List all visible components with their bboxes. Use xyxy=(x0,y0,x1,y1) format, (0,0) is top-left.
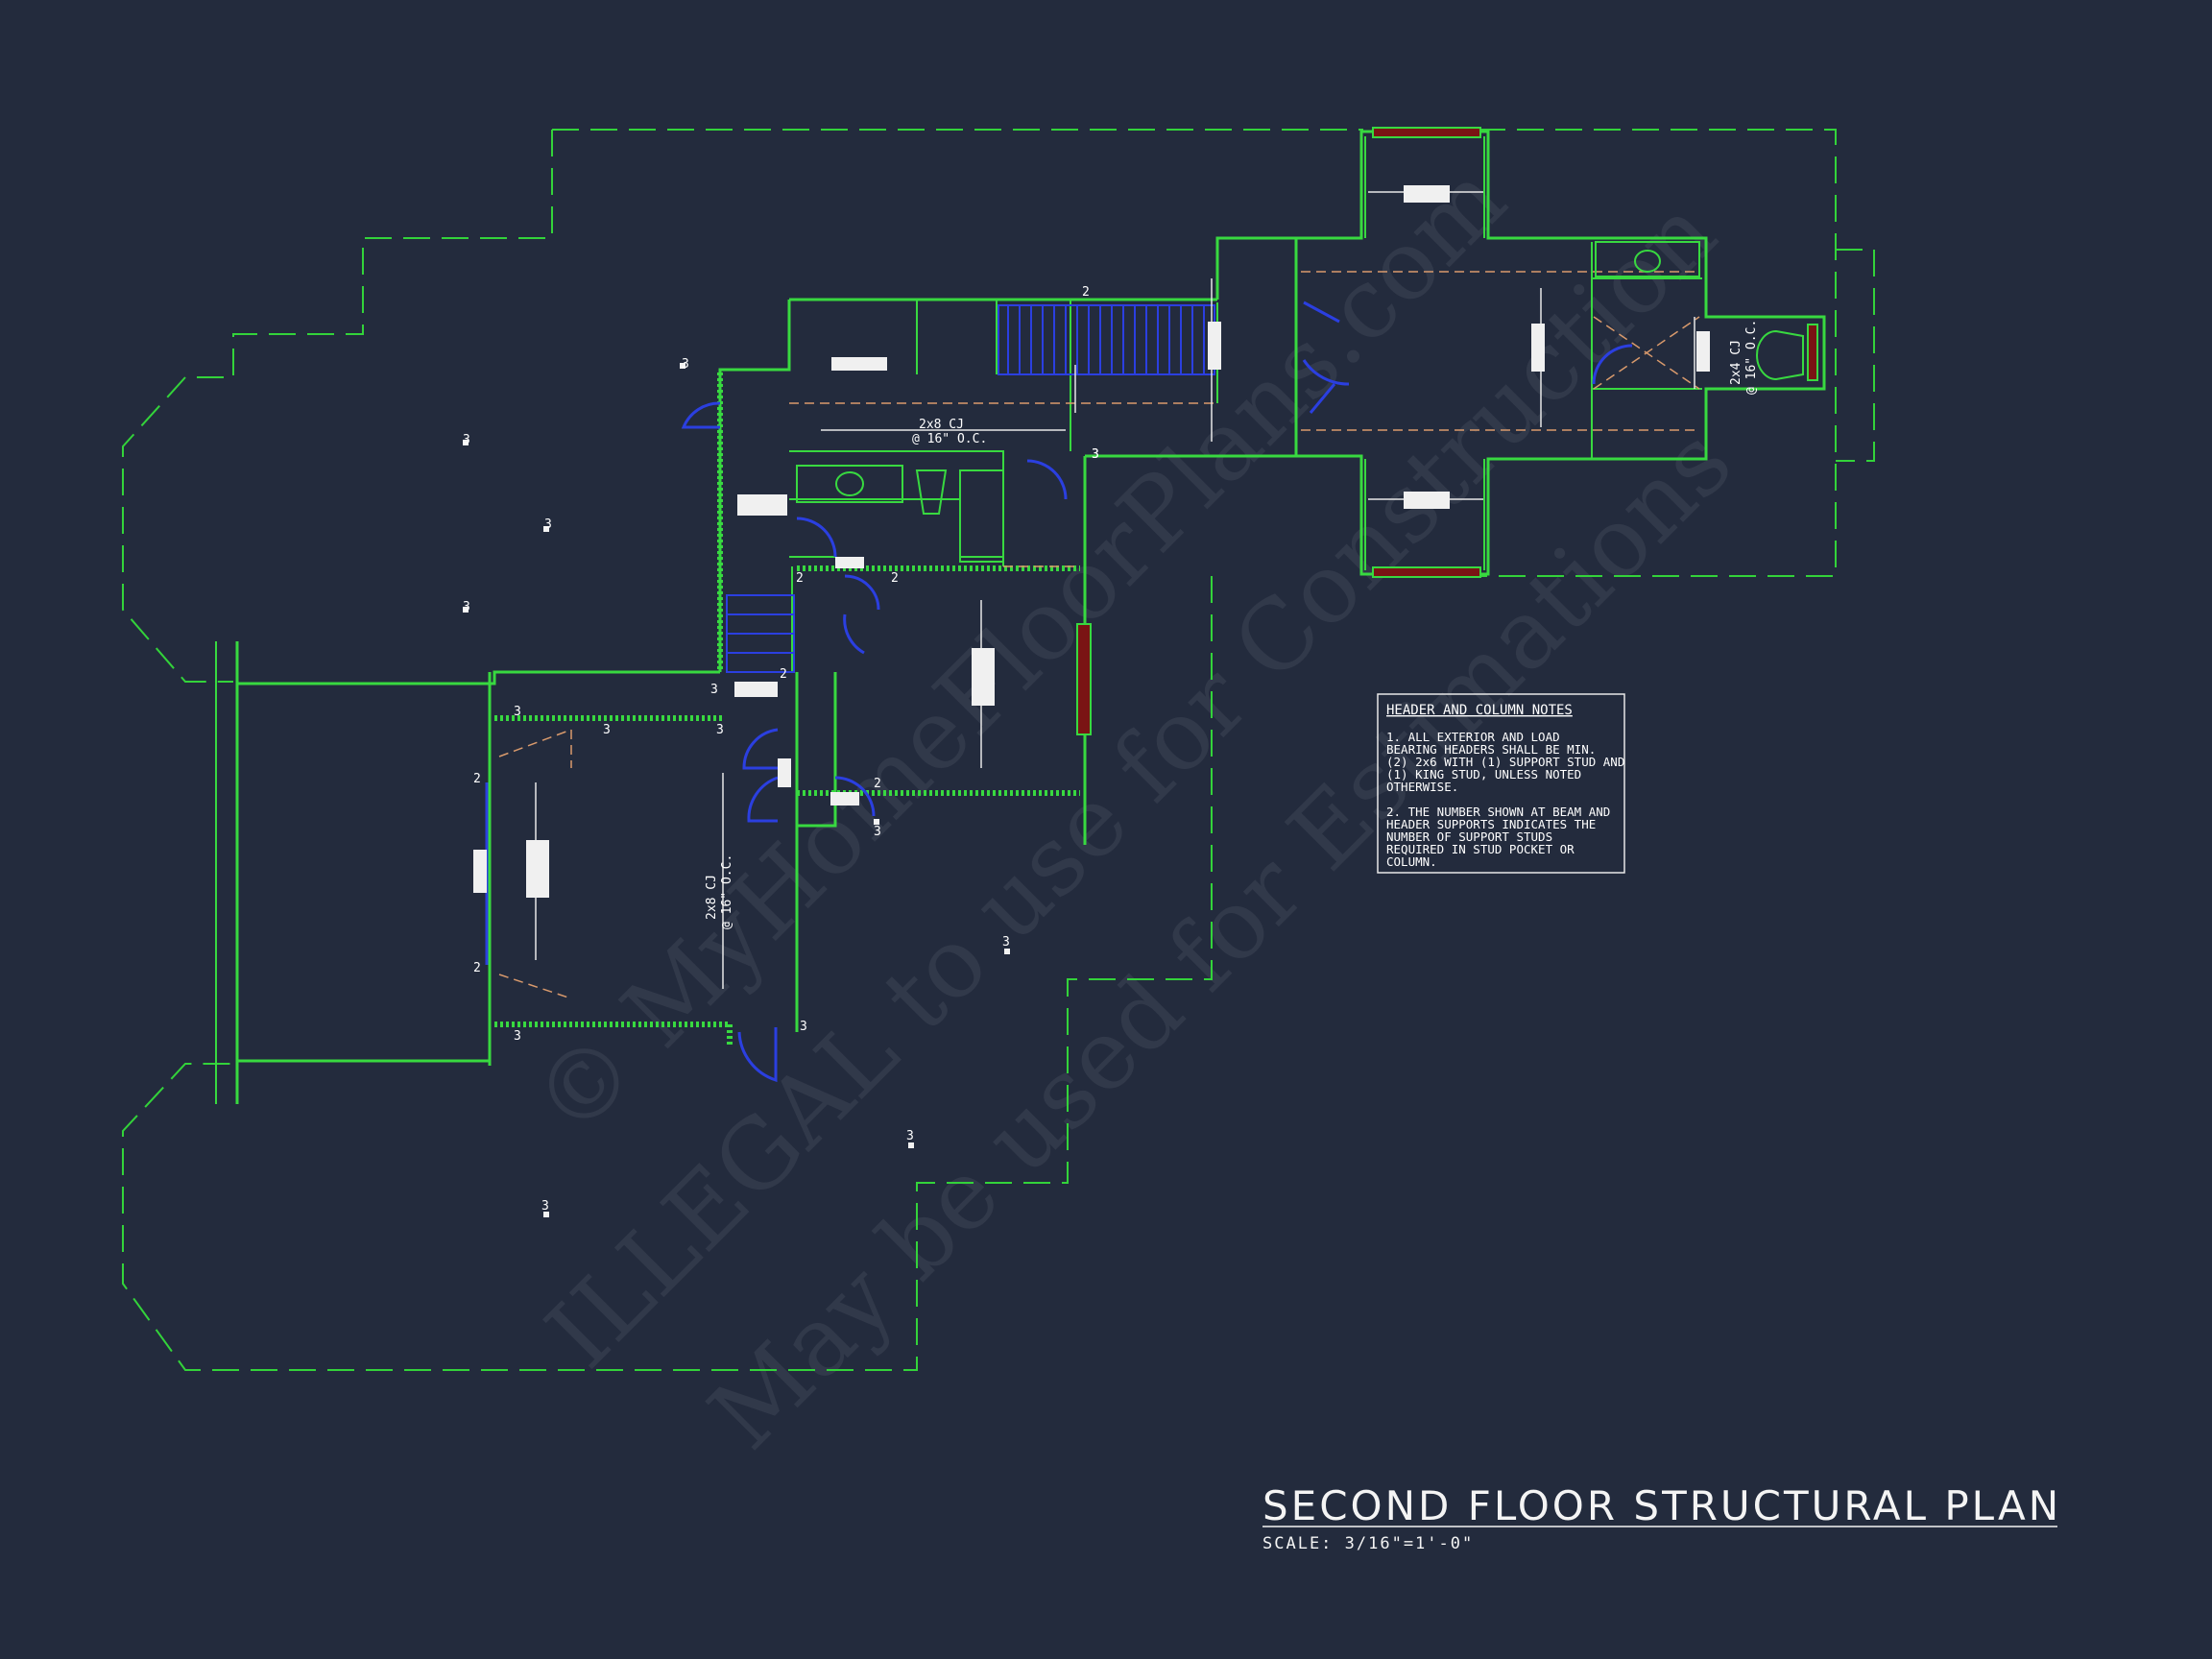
stud-count: 2 xyxy=(891,571,899,586)
cj-top-spacing: @ 16" O.C. xyxy=(912,432,987,446)
title-block: SECOND FLOOR STRUCTURAL PLAN SCALE: 3/16… xyxy=(1262,1482,2061,1553)
stud-posts xyxy=(463,363,1010,1217)
stud-count: 2 xyxy=(796,571,804,586)
stud-count: 2 xyxy=(473,961,481,975)
stud-count: 3 xyxy=(682,357,689,372)
cj-left-spacing: @ 16" O.C. xyxy=(720,854,734,929)
cj-top-label: 2x8 CJ xyxy=(919,418,964,432)
stud-count: 3 xyxy=(463,600,470,614)
stud-count: 3 xyxy=(906,1129,914,1143)
stud-count: 3 xyxy=(710,683,718,697)
beams xyxy=(1076,127,1818,735)
note-2-line-5: COLUMN. xyxy=(1386,854,1437,869)
note-1-line-5: OTHERWISE. xyxy=(1386,780,1458,794)
roof-outline xyxy=(122,129,1875,1371)
note-1-line-4: (1) KING STUD, UNLESS NOTED xyxy=(1386,767,1581,781)
cj-left-label: 2x8 CJ xyxy=(705,875,719,920)
stud-count: 3 xyxy=(874,825,881,839)
note-1-line-3: (2) 2x6 WITH (1) SUPPORT STUD AND xyxy=(1386,755,1624,769)
stud-count: 2 xyxy=(473,772,481,786)
stud-count: 2 xyxy=(780,667,787,682)
ceiling-joist-labels: 2x8 CJ @ 16" O.C. 2x8 CJ @ 16" O.C. 2x4 … xyxy=(705,320,1759,929)
stud-count: 3 xyxy=(1002,935,1010,950)
stud-count: 3 xyxy=(1092,447,1099,462)
plan-scale: SCALE: 3/16"=1'-0" xyxy=(1262,1534,1474,1553)
stud-count: 3 xyxy=(541,1199,549,1214)
note-2-line-2: HEADER SUPPORTS INDICATES THE xyxy=(1386,817,1596,831)
stud-count: 3 xyxy=(603,723,611,737)
note-1-line-2: BEARING HEADERS SHALL BE MIN. xyxy=(1386,742,1596,757)
notes-heading: HEADER AND COLUMN NOTES xyxy=(1386,703,1573,718)
beam-lines xyxy=(498,271,1700,999)
stud-count: 3 xyxy=(1092,447,1099,462)
stud-count: 3 xyxy=(514,705,521,719)
stud-count-labels: 3 3 3 3 2 3 2 2 2 3 3 3 3 2 2 3 3 2 3 3 … xyxy=(463,285,1099,1214)
note-2-line-3: NUMBER OF SUPPORT STUDS xyxy=(1386,830,1552,844)
plumbing-fixtures xyxy=(796,241,1804,563)
note-1-line-1: 1. ALL EXTERIOR AND LOAD xyxy=(1386,730,1560,744)
exterior-walls xyxy=(215,130,1826,1104)
beam-labels xyxy=(473,185,1710,898)
stairs xyxy=(726,304,1215,673)
stud-count: 2 xyxy=(1082,285,1090,300)
cj-right-label: 2x4 CJ xyxy=(1729,340,1743,385)
cj-right-spacing: @ 16" O.C. xyxy=(1744,320,1759,395)
plan-title: SECOND FLOOR STRUCTURAL PLAN xyxy=(1262,1482,2061,1529)
stud-count: 3 xyxy=(544,517,552,532)
note-2-line-1: 2. THE NUMBER SHOWN AT BEAM AND xyxy=(1386,805,1610,819)
header-column-notes: HEADER AND COLUMN NOTES 1. ALL EXTERIOR … xyxy=(1377,693,1625,874)
stud-count: 3 xyxy=(463,433,470,447)
stud-count: 3 xyxy=(716,723,724,737)
note-2-line-4: REQUIRED IN STUD POCKET OR xyxy=(1386,842,1575,856)
stud-count: 2 xyxy=(874,777,881,791)
stud-count: 3 xyxy=(514,1029,521,1044)
stud-count: 3 xyxy=(800,1020,807,1034)
